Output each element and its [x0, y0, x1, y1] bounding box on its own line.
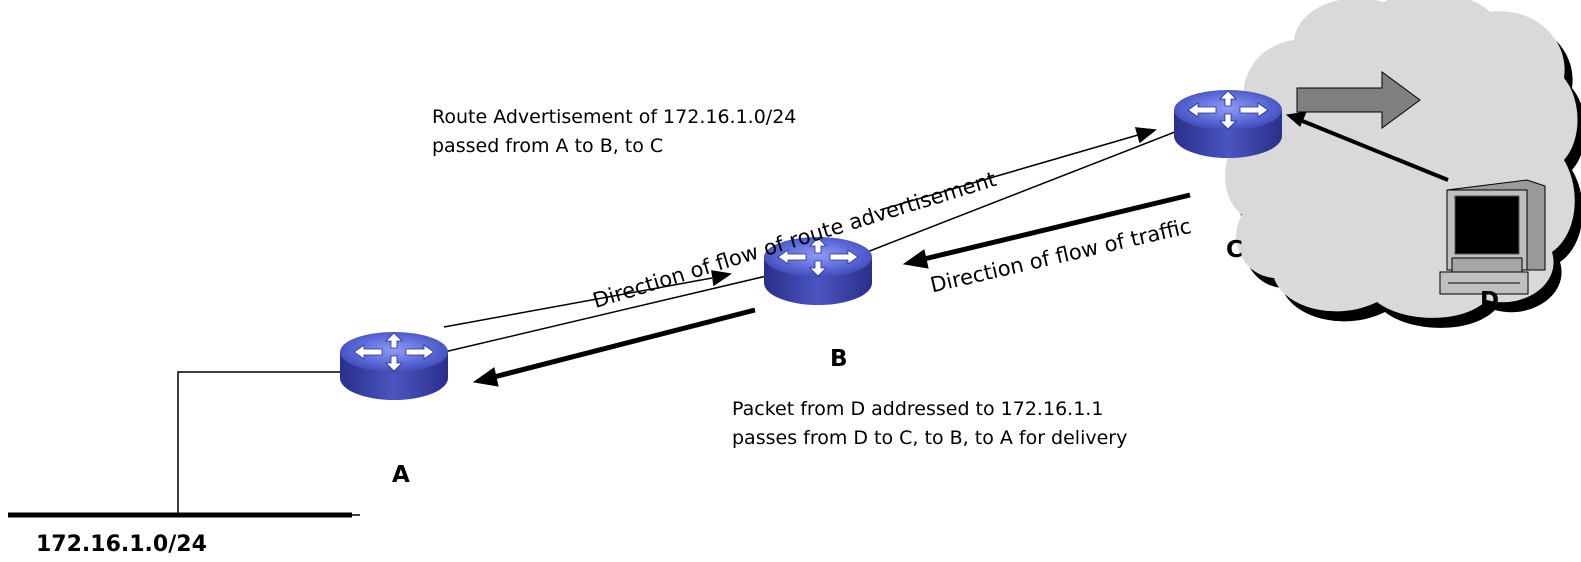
packet-caption: Packet from D addressed to 172.16.1.1 pa… [732, 395, 1127, 453]
node-label-d: D [1480, 288, 1500, 314]
node-label-b: B [830, 346, 848, 372]
node-label-a: A [392, 462, 410, 488]
computer-icon [1439, 179, 1546, 295]
router-icon-a [339, 331, 449, 401]
link-b-c [861, 129, 1181, 255]
traffic-arrows [472, 111, 1449, 387]
advertisement-arrows [443, 127, 1157, 328]
network-prefix-label: 172.16.1.0/24 [36, 532, 207, 557]
network-segment [8, 371, 360, 518]
advertisement-caption-line1: Route Advertisement of 172.16.1.0/24 [432, 106, 797, 128]
router-icon-c [1173, 89, 1283, 159]
node-label-c: C [1226, 237, 1243, 263]
link-a-b [439, 273, 776, 354]
block-arrow-icon [1296, 71, 1421, 129]
advertisement-caption: Route Advertisement of 172.16.1.0/24 pas… [432, 103, 796, 161]
packet-caption-line1: Packet from D addressed to 172.16.1.1 [732, 398, 1104, 420]
advertisement-caption-line2: passed from A to B, to C [432, 135, 664, 157]
packet-caption-line2: passes from D to C, to B, to A for deliv… [732, 427, 1128, 449]
